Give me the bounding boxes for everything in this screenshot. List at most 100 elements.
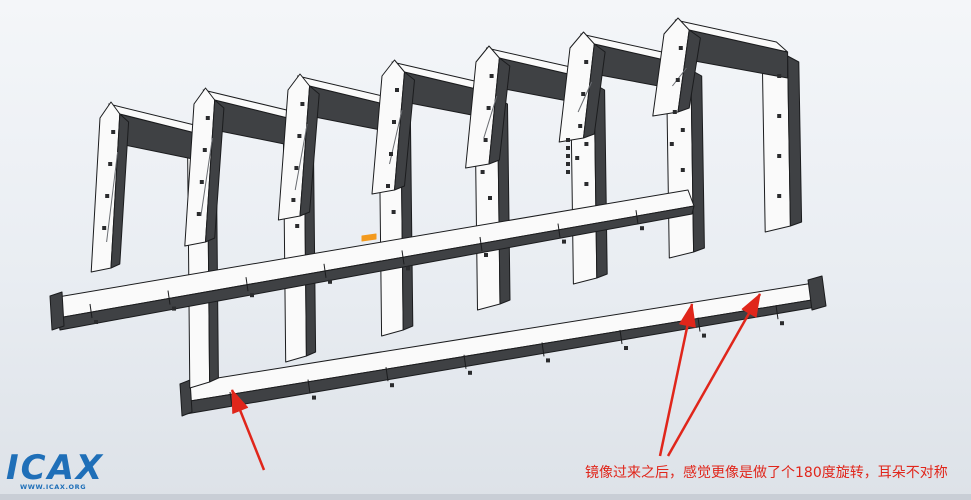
- cad-frame-assembly: [49, 17, 827, 417]
- bolt: [395, 88, 399, 92]
- bolt: [196, 212, 201, 216]
- bolt: [777, 74, 782, 78]
- leg-edge-line: [672, 67, 687, 87]
- bolt: [777, 154, 782, 158]
- arrow-head: [231, 389, 249, 414]
- bolt: [111, 130, 116, 134]
- rail-joint-line: [323, 263, 327, 278]
- icax-logo: ICAX WWW.ICAX.ORG: [6, 450, 128, 496]
- bolt: [584, 142, 589, 146]
- lower-rail-end-cap: [807, 275, 827, 311]
- bolt: [328, 279, 332, 284]
- bolt: [389, 152, 393, 156]
- bolt: [483, 138, 488, 142]
- rail-joint-line: [775, 305, 779, 320]
- bolt: [672, 110, 677, 114]
- front-leg-side: [299, 85, 320, 217]
- bolt: [680, 128, 685, 132]
- bolt: [297, 134, 302, 138]
- bolt: [546, 358, 550, 363]
- lower-rail-side: [183, 297, 825, 415]
- bolt: [300, 102, 305, 106]
- bolt: [105, 194, 110, 198]
- front-leg-side: [677, 29, 701, 113]
- bolt: [675, 78, 680, 82]
- leg-edge-line: [106, 151, 119, 243]
- highlight-mark: [361, 233, 377, 242]
- status-strip: [0, 494, 971, 500]
- bolt: [578, 124, 583, 128]
- highlight-dot: [566, 170, 570, 174]
- bolt: [172, 306, 176, 311]
- rail-joint-line: [307, 379, 311, 394]
- rail-joint-line: [245, 277, 249, 292]
- red-arrow: [658, 303, 696, 457]
- rail-joint-line: [89, 303, 93, 319]
- rear-leg-face: [761, 55, 791, 233]
- bolt: [202, 148, 207, 152]
- bolt: [386, 184, 390, 188]
- front-leg-side: [583, 43, 606, 139]
- bolt: [484, 253, 488, 257]
- rail-joint-line: [697, 317, 701, 332]
- bolt: [575, 156, 580, 160]
- rail-joint-line: [557, 223, 561, 238]
- bolt: [391, 210, 396, 214]
- bolt: [392, 120, 396, 124]
- bolt: [777, 114, 782, 118]
- bolt: [468, 370, 472, 375]
- rear-leg-side: [690, 69, 705, 253]
- annotation-text: 镜像过来之后，感觉更像是做了个180度旋转，耳朵不对称: [585, 465, 948, 481]
- bolt: [406, 266, 410, 271]
- front-leg-side: [110, 113, 130, 269]
- bolt: [584, 182, 589, 186]
- upper-base-rail: [49, 189, 695, 331]
- leg-edge-line: [294, 123, 308, 191]
- bolt: [480, 170, 485, 174]
- bolt: [205, 116, 210, 120]
- bolt: [312, 395, 316, 400]
- bolt: [702, 333, 706, 338]
- front-leg-side: [488, 57, 511, 165]
- highlight-dot: [566, 146, 570, 150]
- arrow-shaft: [666, 293, 762, 457]
- rail-joint-line: [635, 210, 639, 225]
- rail-joint-line: [167, 290, 171, 305]
- highlight-dot: [566, 138, 570, 142]
- annotation-arrows: [230, 293, 762, 471]
- bolt: [640, 226, 644, 231]
- leg-edge-line: [483, 95, 498, 139]
- rail-joint-line: [479, 236, 483, 252]
- bolt: [488, 196, 492, 200]
- front-leg-side: [205, 99, 225, 243]
- rail-joint-line: [619, 329, 623, 345]
- bolt: [777, 194, 782, 198]
- bolt: [250, 293, 254, 298]
- bolt: [581, 92, 586, 96]
- leg-edge-line: [577, 81, 593, 113]
- leg-edge-line: [200, 137, 213, 217]
- lower-rail-end-cap: [179, 379, 193, 417]
- upper-rail-end-cap: [49, 291, 65, 331]
- bolt: [199, 180, 204, 184]
- red-arrow: [666, 293, 762, 457]
- bolt: [562, 239, 566, 244]
- bolt: [780, 321, 784, 326]
- lower-base-rail: [179, 275, 827, 417]
- bolt: [295, 224, 300, 228]
- bolt: [486, 106, 491, 110]
- bolt: [680, 168, 685, 172]
- rail-joint-line: [541, 342, 545, 357]
- arch-frame: [652, 17, 803, 233]
- arrow-head: [679, 303, 696, 328]
- arrow-shaft: [658, 303, 694, 457]
- bolt: [108, 162, 113, 166]
- bolt: [678, 46, 683, 50]
- bolt: [669, 142, 674, 146]
- logo-url: WWW.ICAX.ORG: [20, 483, 87, 491]
- bolt: [489, 74, 494, 78]
- bolt: [294, 166, 299, 170]
- bolt: [94, 320, 98, 324]
- rail-joint-line: [229, 391, 233, 407]
